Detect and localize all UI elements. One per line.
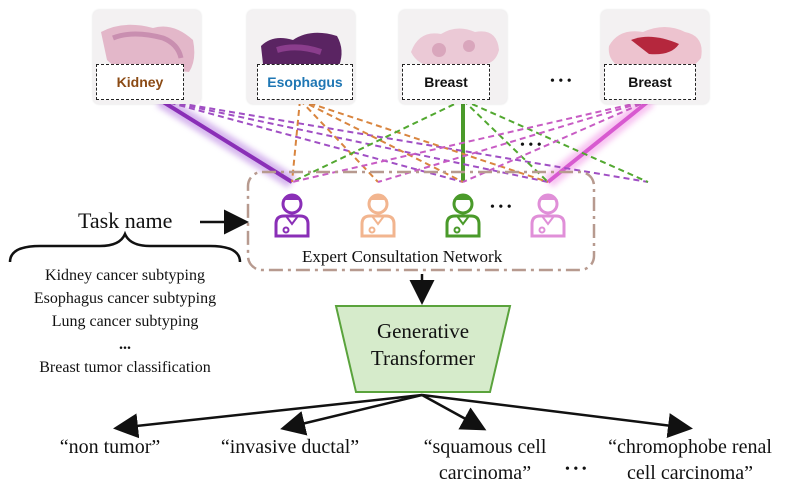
output-line: “non tumor” (59, 436, 161, 458)
expert-network-label: Expert Consultation Network (302, 247, 503, 266)
tissue-image (608, 27, 702, 72)
output-label: “chromophobe renal cell carcinoma” (585, 434, 795, 486)
output-line: “squamous cell (423, 436, 547, 458)
output-line: “invasive ductal” (220, 436, 360, 458)
slides-ellipsis: • • • (550, 74, 572, 89)
tissue-image (261, 32, 342, 70)
tissue-image (411, 28, 499, 68)
task-brace (8, 230, 242, 263)
outputs-ellipsis: • • • (565, 462, 587, 477)
slide-label: Breast (604, 64, 696, 100)
slide-tile: Breast (601, 10, 709, 104)
task-item: ... (119, 336, 131, 353)
doctor-icon (274, 193, 310, 238)
slide-tile: Kidney (93, 10, 201, 104)
task-list: Kidney cancer subtyping Esophagus cancer… (0, 264, 250, 379)
slide-tile: Breast (399, 10, 507, 104)
output-label: “squamous cell carcinoma” (400, 434, 570, 486)
connections-ellipsis: • • • (520, 138, 542, 153)
experts-ellipsis: • • • (490, 200, 512, 215)
expert-icons (274, 193, 566, 238)
task-item: Breast tumor classification (39, 359, 211, 376)
dashed-connections (159, 99, 651, 183)
slide-label: Breast (402, 64, 490, 100)
task-item: Lung cancer subtyping (51, 313, 199, 330)
output-line: “chromophobe renal (608, 436, 772, 458)
output-line: cell carcinoma” (626, 462, 754, 484)
output-label: “invasive ductal” (195, 434, 385, 460)
highlight-connections (156, 94, 655, 188)
doctor-icon (445, 193, 481, 238)
task-title: Task name (78, 208, 173, 233)
slide-label: Kidney (96, 64, 184, 100)
generative-transformer-box (334, 305, 512, 393)
task-item: Kidney cancer subtyping (45, 267, 205, 284)
doctor-icon (530, 193, 566, 238)
slide-tile: Esophagus (247, 10, 355, 104)
task-item: Esophagus cancer subtyping (33, 290, 217, 307)
output-arrows (113, 393, 693, 439)
slide-label: Esophagus (257, 64, 353, 100)
generator-line: Generative (376, 319, 470, 343)
output-label: “non tumor” (30, 434, 190, 460)
doctor-icon (360, 193, 396, 238)
generator-label: Generative Transformer (336, 318, 510, 372)
output-line: carcinoma” (438, 462, 532, 484)
generator-line: Transformer (370, 346, 476, 370)
